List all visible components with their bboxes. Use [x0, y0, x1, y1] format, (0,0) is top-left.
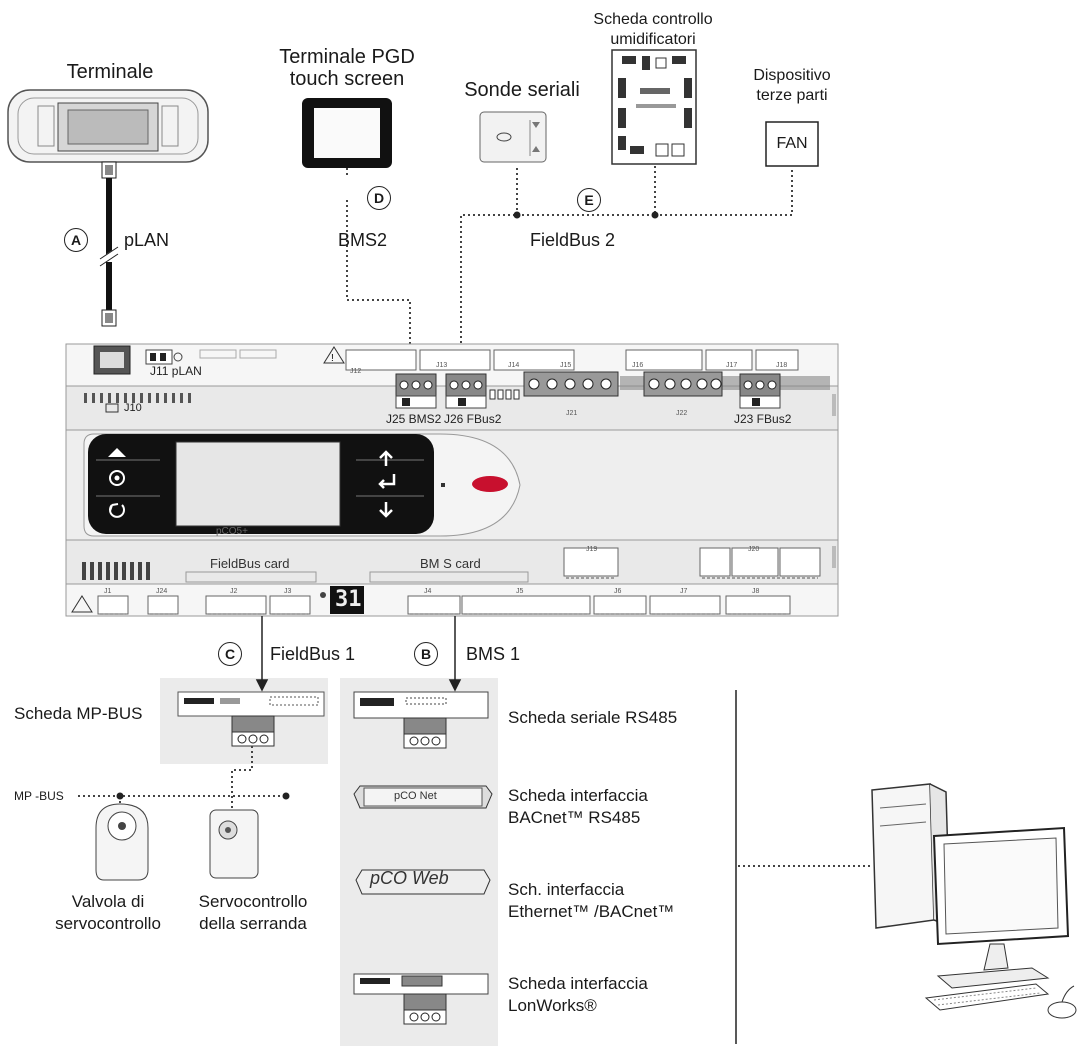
j21-terminal [523, 371, 619, 397]
third-party-label-line1: Dispositivo [753, 67, 831, 84]
bacnet-card-label-line1: Scheda interfaccia [508, 786, 648, 805]
ethernet-card [355, 869, 491, 895]
damper-label-line2: della serranda [199, 914, 307, 933]
rs485-card [353, 691, 489, 749]
junction-dot [651, 211, 659, 219]
web-card-print: pCO Web [370, 868, 449, 888]
down-key-icon [379, 502, 393, 518]
j10-label: J10 [124, 402, 142, 414]
j23-label: J23 FBus2 [734, 412, 792, 426]
up-key-icon [379, 450, 393, 466]
connector-label: J20 [748, 546, 760, 553]
top-connections [346, 165, 793, 378]
connection-d-marker: D [367, 186, 391, 210]
lonworks-card [353, 973, 489, 1025]
connector-label: J19 [586, 546, 598, 553]
mp-bus-card [177, 691, 325, 747]
bacnet-card-label-line2: BACnet™ RS485 [508, 808, 641, 827]
valve-actuator [95, 803, 149, 881]
connection-b-marker: B [414, 642, 438, 666]
fieldbus-card-label: FieldBus card [210, 556, 290, 571]
connector-label: J3 [284, 588, 292, 595]
rs485-card-label: Scheda seriale RS485 [508, 708, 678, 727]
connector-label: J2 [230, 588, 238, 595]
connector-label: J6 [614, 588, 622, 595]
terminal-device [7, 89, 209, 163]
fieldbus1-label: FieldBus 1 [270, 644, 356, 664]
serial-probes-label: Sonde seriali [464, 79, 580, 101]
terminal-label: Terminale [66, 61, 154, 83]
plan-label: pLAN [124, 230, 170, 250]
third-party-label-line2: terze parti [756, 87, 828, 104]
seven-segment-display: 31 [335, 587, 362, 612]
valve-label-line1: Valvola di [71, 892, 145, 911]
connector-label: J14 [508, 362, 520, 369]
connector-label: J4 [424, 588, 432, 595]
connector-label: J1 [104, 588, 112, 595]
plan-cable [98, 161, 120, 327]
fbus2-terminal [445, 373, 487, 409]
connector-label: J8 [752, 588, 760, 595]
svg-text:!: ! [331, 353, 334, 364]
connection-e-marker: E [577, 188, 601, 212]
pco-logo: pCO5+ [216, 526, 248, 537]
connector-label: J12 [350, 368, 362, 375]
bacnet-card-print: pCO Net [394, 790, 437, 802]
fan-label: FAN [776, 135, 808, 152]
mp-bus-label: MP -BUS [14, 789, 64, 803]
j26-label: J26 FBus2 [444, 412, 502, 426]
humidifier-board [611, 49, 697, 165]
connector-label: J5 [516, 588, 524, 595]
ethernet-card-label-line2: Ethernet™ /BACnet™ [508, 902, 675, 921]
connector-label: J17 [726, 362, 738, 369]
mp-bus-card-label: Scheda MP-BUS [14, 704, 143, 723]
humidifier-label-line1: Scheda controllo [593, 11, 713, 28]
j11-label: J11 pLAN [150, 364, 202, 378]
lonworks-card-label-line2: LonWorks® [508, 996, 597, 1015]
damper-actuator [209, 809, 259, 879]
connector-label: J18 [776, 362, 788, 369]
j25-label: J25 BMS2 [386, 412, 442, 426]
bacnet-card [353, 785, 493, 809]
connector-label: J16 [632, 362, 644, 369]
damper-label-line1: Servocontrollo [198, 892, 308, 911]
connector-label: J13 [436, 362, 448, 369]
enter-key-icon [378, 474, 396, 489]
pgd-terminal [302, 98, 392, 168]
valve-label-line2: servocontrollo [55, 914, 161, 933]
humidifier-label-line2: umidificatori [610, 31, 696, 48]
connector-label: J15 [560, 362, 572, 369]
ethernet-card-label-line1: Sch. interfaccia [508, 880, 625, 899]
connector-label: J22 [676, 410, 688, 417]
connector-label: J24 [156, 588, 168, 595]
connector-label: J21 [566, 410, 578, 417]
brand-logo [472, 476, 508, 492]
connector-label: J7 [680, 588, 688, 595]
connection-a-marker: A [64, 228, 88, 252]
bus-arrows [255, 616, 462, 692]
computer-icon [871, 783, 1077, 1019]
connection-c-marker: C [218, 642, 242, 666]
controller-unit: ! [65, 343, 839, 617]
bms2-terminal [395, 373, 437, 409]
bms-card-label: BM S card [420, 556, 481, 571]
bms1-label: BMS 1 [466, 644, 521, 664]
program-key-icon [109, 470, 125, 486]
j23-terminal [739, 373, 781, 409]
fieldbus2-label: FieldBus 2 [530, 230, 616, 250]
serial-probe-device [479, 111, 547, 163]
alarm-key-icon [108, 448, 126, 457]
junction-dot [513, 211, 521, 219]
mp-bus-line [78, 746, 286, 808]
lonworks-card-label-line1: Scheda interfaccia [508, 974, 648, 993]
pgd-label-line1: Terminale PGD [279, 46, 415, 68]
j22-terminal [643, 371, 723, 397]
bms2-label: BMS2 [338, 230, 388, 250]
pgd-label-line2: touch screen [289, 68, 405, 90]
escape-key-icon [109, 503, 125, 518]
fan-box [765, 121, 819, 167]
